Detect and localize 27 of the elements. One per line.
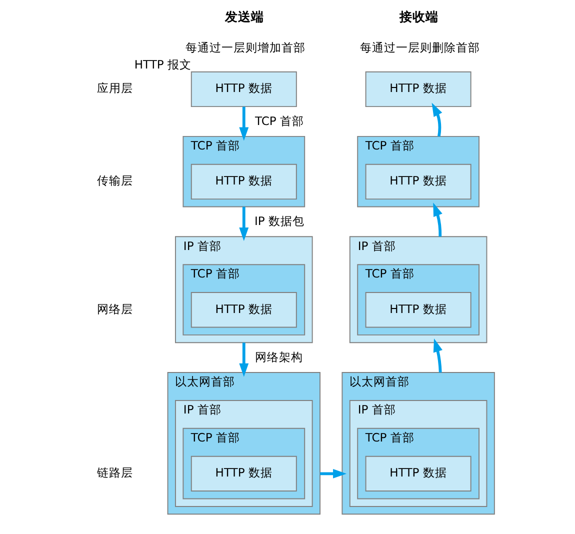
arrow — [320, 468, 347, 478]
node-box: HTTP 数据 — [190, 292, 297, 328]
arrow — [239, 342, 249, 377]
label: 接收端 — [400, 9, 439, 24]
edge-label: 网络架构 — [254, 350, 303, 364]
edge-label: IP 数据包 — [254, 214, 305, 228]
arrow — [239, 106, 249, 141]
node-box: HTTP 数据 — [190, 164, 297, 200]
arrow — [432, 102, 442, 137]
label: 应用层 — [96, 81, 133, 96]
node-box: HTTP 数据 — [190, 71, 297, 108]
node-box: HTTP 数据 — [365, 164, 472, 200]
label: 链路层 — [96, 466, 133, 480]
arrow — [433, 338, 442, 373]
edge-label: TCP 首部 — [254, 114, 304, 128]
arrow — [239, 206, 249, 242]
node-box: HTTP 数据 — [190, 456, 297, 492]
label: 发送端 — [225, 9, 264, 24]
label: 网络层 — [96, 302, 133, 316]
node-box: HTTP 数据 — [365, 456, 472, 492]
label: 传输层 — [96, 174, 133, 188]
label: 每通过一层则删除首部 — [360, 40, 480, 55]
node-label: HTTP 报文 — [134, 58, 192, 72]
arrow — [433, 202, 442, 237]
node-box: HTTP 数据 — [365, 292, 472, 328]
label: 每通过一层则增加首部 — [186, 40, 306, 55]
node-box: HTTP 数据 — [365, 71, 472, 108]
